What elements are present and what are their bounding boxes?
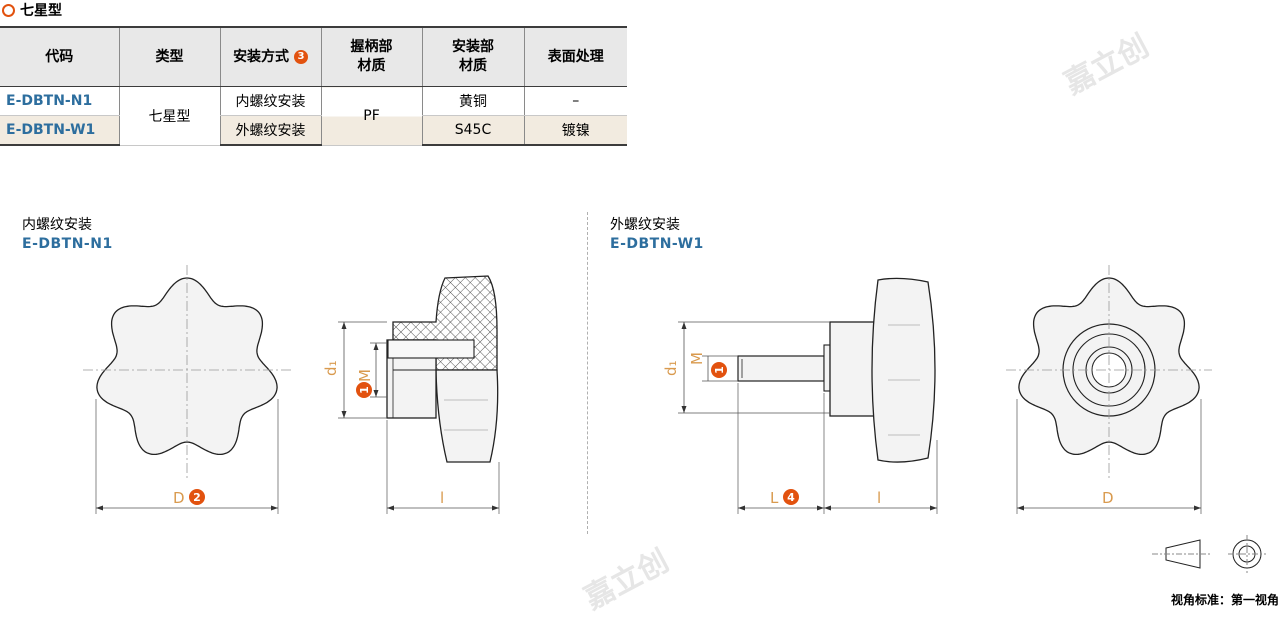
cell-type: 七星型 <box>118 86 220 146</box>
cell-surface: 镀镍 <box>523 115 627 146</box>
cell-mount-material: S45C <box>421 115 524 146</box>
left-section-title: 内螺纹安装 <box>22 217 92 233</box>
left-section-label: 内螺纹安装 E-DBTN-N1 <box>22 216 113 254</box>
left-section-code: E-DBTN-N1 <box>22 236 113 252</box>
right-section-code: E-DBTN-W1 <box>610 236 704 252</box>
svg-text:4: 4 <box>787 491 795 504</box>
cell-grip-material: PF <box>320 86 422 146</box>
badge-4-icon <box>783 489 799 505</box>
section-divider <box>587 212 588 534</box>
right-knob-side-view <box>678 277 938 514</box>
cell-install: 内螺纹安装 <box>219 86 321 116</box>
svg-text:1: 1 <box>358 386 371 394</box>
section-title: 七星型 <box>2 0 62 20</box>
spec-table: 代码 类型 安装方式 3 握柄部材质 安装部材质 表面处理 E-DBTN-N1 … <box>0 26 627 146</box>
dim-M-left: M <box>356 369 374 382</box>
cell-code: E-DBTN-N1 <box>0 86 119 116</box>
right-section-title: 外螺纹安装 <box>610 217 680 233</box>
dim-d1-right: d₁ <box>662 360 680 376</box>
header-surface: 表面处理 <box>523 26 627 87</box>
left-knob-side-section <box>338 275 500 514</box>
dimension-labels: D 2 l d₁ M 1 d₁ M 1 L 4 l D <box>173 352 1114 507</box>
table-row: E-DBTN-W1 外螺纹安装 S45C 镀镍 <box>0 115 627 146</box>
badge-1-icon <box>711 362 727 378</box>
dim-M-right: M <box>688 352 706 365</box>
header-mount-material: 安装部材质 <box>421 26 524 87</box>
header-install: 安装方式 3 <box>219 26 321 87</box>
badge-2-icon <box>189 489 205 505</box>
cell-mount-material: 黄铜 <box>421 86 524 116</box>
dim-l-right: l <box>877 489 881 507</box>
cell-install: 外螺纹安装 <box>219 115 321 146</box>
dim-D-left: D <box>173 489 185 507</box>
projection-standard-label: 视角标准：第一视角 <box>1170 593 1279 607</box>
ring-bullet-icon <box>2 3 15 17</box>
first-angle-projection-icon <box>1152 535 1266 573</box>
header-grip-material: 握柄部材质 <box>320 26 422 87</box>
dim-L-right: L <box>770 489 779 507</box>
section-title-text: 七星型 <box>20 3 62 19</box>
svg-text:1: 1 <box>713 366 726 374</box>
right-section-label: 外螺纹安装 E-DBTN-W1 <box>610 216 704 254</box>
table-row: E-DBTN-N1 七星型 内螺纹安装 PF 黄铜 – <box>0 86 627 146</box>
dim-l-left: l <box>440 489 444 507</box>
cell-surface: – <box>523 86 627 116</box>
badge-1-icon <box>356 382 372 398</box>
header-code: 代码 <box>0 26 119 87</box>
right-knob-front-view <box>1006 265 1212 514</box>
header-type: 类型 <box>118 26 220 87</box>
dim-d1-left: d₁ <box>322 360 340 376</box>
dim-D-right: D <box>1102 489 1114 507</box>
cell-code: E-DBTN-W1 <box>0 115 119 146</box>
svg-text:2: 2 <box>193 491 201 504</box>
left-knob-front-view <box>83 265 292 514</box>
badge-3: 3 <box>293 49 308 64</box>
table-header-row: 代码 类型 安装方式 3 握柄部材质 安装部材质 表面处理 <box>0 26 627 87</box>
